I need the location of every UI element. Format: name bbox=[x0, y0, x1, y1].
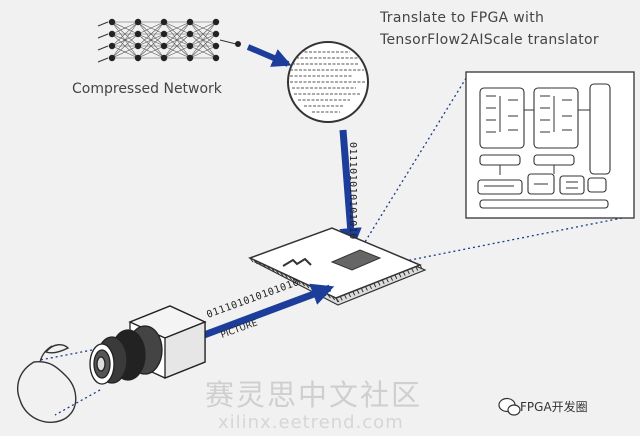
network-node bbox=[108, 54, 116, 62]
schematic-logic-blocks bbox=[477, 83, 611, 209]
watermark-url: xilinx.eetrend.com bbox=[218, 412, 404, 433]
wechat-icon bbox=[498, 397, 521, 416]
fpga-schematic-panel bbox=[465, 71, 635, 219]
code-to-chip-arrow bbox=[339, 129, 362, 251]
compressed-network-label: Compressed Network bbox=[72, 81, 222, 97]
fpga-chip-icon bbox=[248, 227, 427, 306]
network-node bbox=[212, 42, 220, 50]
network-node bbox=[134, 18, 142, 26]
camera-icon bbox=[89, 305, 207, 385]
brand-name: FPGA开发圈 bbox=[520, 400, 588, 414]
network-to-code-arrow bbox=[246, 44, 292, 67]
network-node bbox=[212, 18, 220, 26]
network-node bbox=[160, 42, 168, 50]
network-node bbox=[108, 42, 116, 50]
code-magnifier-icon bbox=[287, 41, 369, 123]
network-node bbox=[160, 30, 168, 38]
network-node bbox=[160, 54, 168, 62]
network-node bbox=[212, 54, 220, 62]
network-node bbox=[212, 30, 220, 38]
projection-lines bbox=[39, 74, 633, 416]
network-node bbox=[160, 18, 168, 26]
translate-title-line1: Translate to FPGA with bbox=[380, 10, 545, 26]
neural-network-icon bbox=[97, 18, 241, 63]
translate-title-line2: TensorFlow2AIScale translator bbox=[380, 32, 599, 48]
network-node bbox=[108, 18, 116, 26]
network-node bbox=[108, 30, 116, 38]
watermark-chinese: 赛灵思中文社区 bbox=[205, 378, 423, 412]
network-node bbox=[134, 30, 142, 38]
network-node bbox=[186, 54, 194, 62]
network-node bbox=[186, 42, 194, 50]
network-node bbox=[134, 54, 142, 62]
network-node bbox=[134, 42, 142, 50]
pear-icon bbox=[16, 344, 77, 423]
camera-to-chip-arrow bbox=[194, 283, 335, 342]
network-node bbox=[186, 18, 194, 26]
network-node bbox=[186, 30, 194, 38]
bits-vertical-label: 011101010101010 bbox=[347, 142, 358, 240]
